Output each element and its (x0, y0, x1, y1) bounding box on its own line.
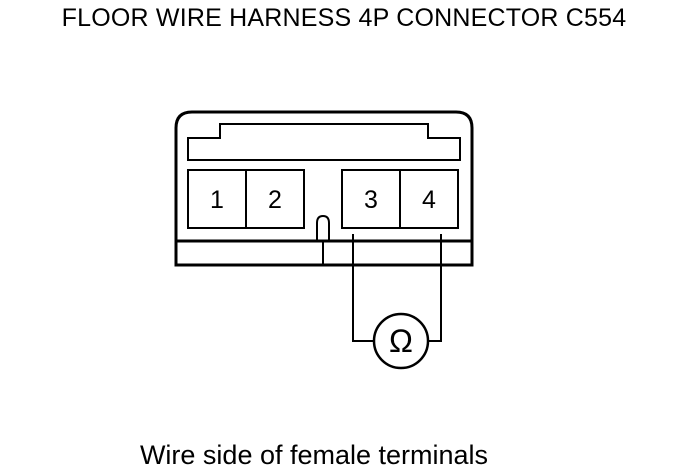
polarization-key (316, 214, 330, 241)
ohm-symbol: Ω (389, 323, 413, 359)
terminal-2: 2 (245, 169, 305, 229)
ohmmeter-icon: Ω (372, 312, 430, 370)
terminal-1: 1 (187, 169, 247, 229)
probe-lead-terminal-3 (352, 234, 374, 342)
terminal-1-label: 1 (210, 186, 224, 214)
connector-lock-tab (187, 123, 461, 161)
terminal-4: 4 (399, 169, 459, 229)
terminal-4-label: 4 (422, 186, 436, 214)
connector-housing (174, 110, 474, 267)
terminal-2-label: 2 (268, 186, 282, 214)
diagram-title: FLOOR WIRE HARNESS 4P CONNECTOR C554 (61, 4, 627, 32)
terminal-3: 3 (341, 169, 401, 229)
terminal-3-label: 3 (364, 186, 378, 214)
diagram-caption: Wire side of female terminals (139, 440, 489, 470)
probe-lead-terminal-4 (428, 234, 442, 342)
